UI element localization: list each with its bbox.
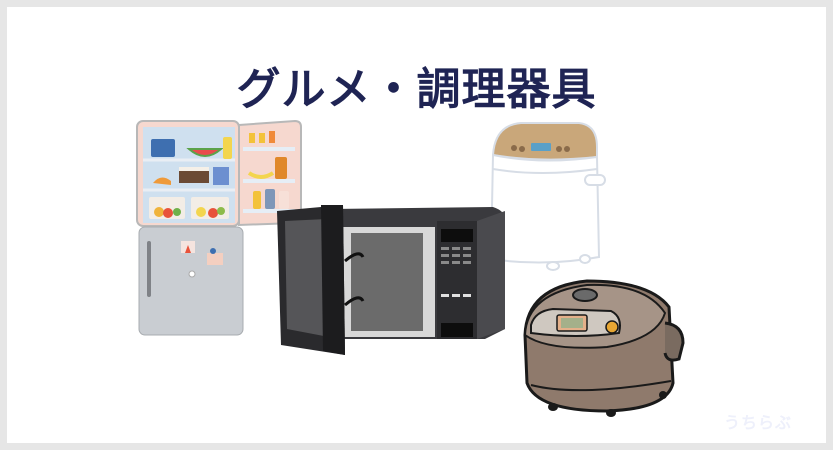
- refrigerator-illustration: [136, 119, 302, 336]
- rice-cooker-illustration: [523, 279, 685, 417]
- page-title: グルメ・調理器具: [236, 64, 597, 115]
- banner-card: グルメ・調理器具: [7, 7, 826, 443]
- bread-maker-illustration: [489, 122, 606, 271]
- watermark-logo: うちらぶ: [724, 413, 793, 432]
- microwave-illustration: [277, 205, 505, 355]
